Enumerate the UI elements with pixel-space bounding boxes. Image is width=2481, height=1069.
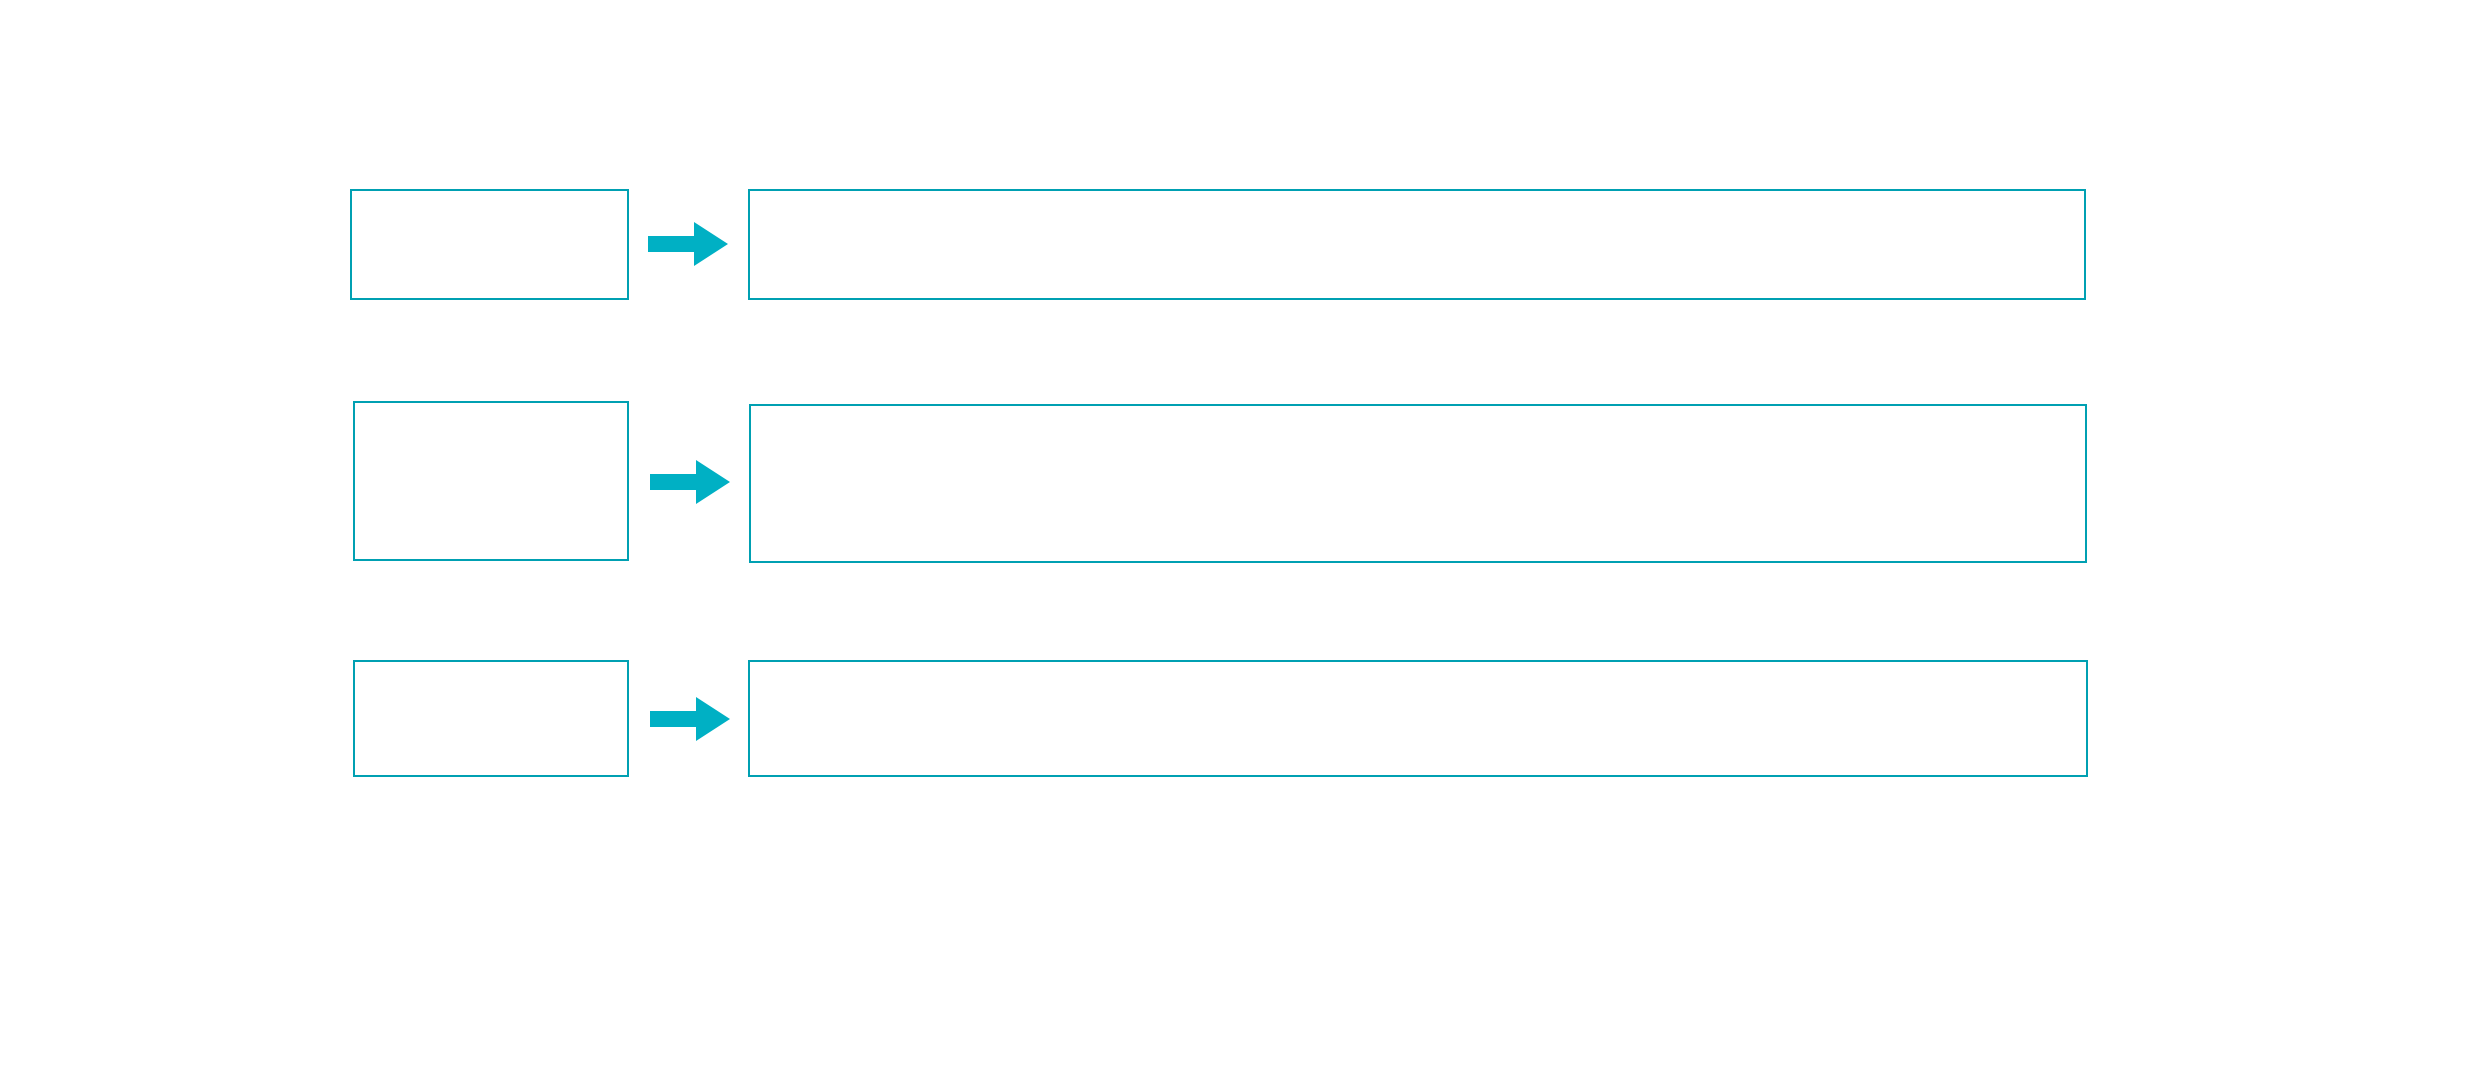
arrow-right-icon <box>650 460 732 504</box>
row-3-left-box <box>353 660 629 777</box>
arrow-shaft <box>650 474 696 490</box>
arrow-head <box>694 222 728 266</box>
arrow-right-icon <box>650 697 732 741</box>
arrow-head <box>696 697 730 741</box>
arrow-right-icon <box>648 222 730 266</box>
arrow-head <box>696 460 730 504</box>
row-2-left-box <box>353 401 629 561</box>
arrow-shaft <box>650 711 696 727</box>
row-1-right-box <box>748 189 2086 300</box>
arrow-shaft <box>648 236 694 252</box>
row-3-right-box <box>748 660 2088 777</box>
row-2-right-box <box>749 404 2087 563</box>
row-1-left-box <box>350 189 629 300</box>
